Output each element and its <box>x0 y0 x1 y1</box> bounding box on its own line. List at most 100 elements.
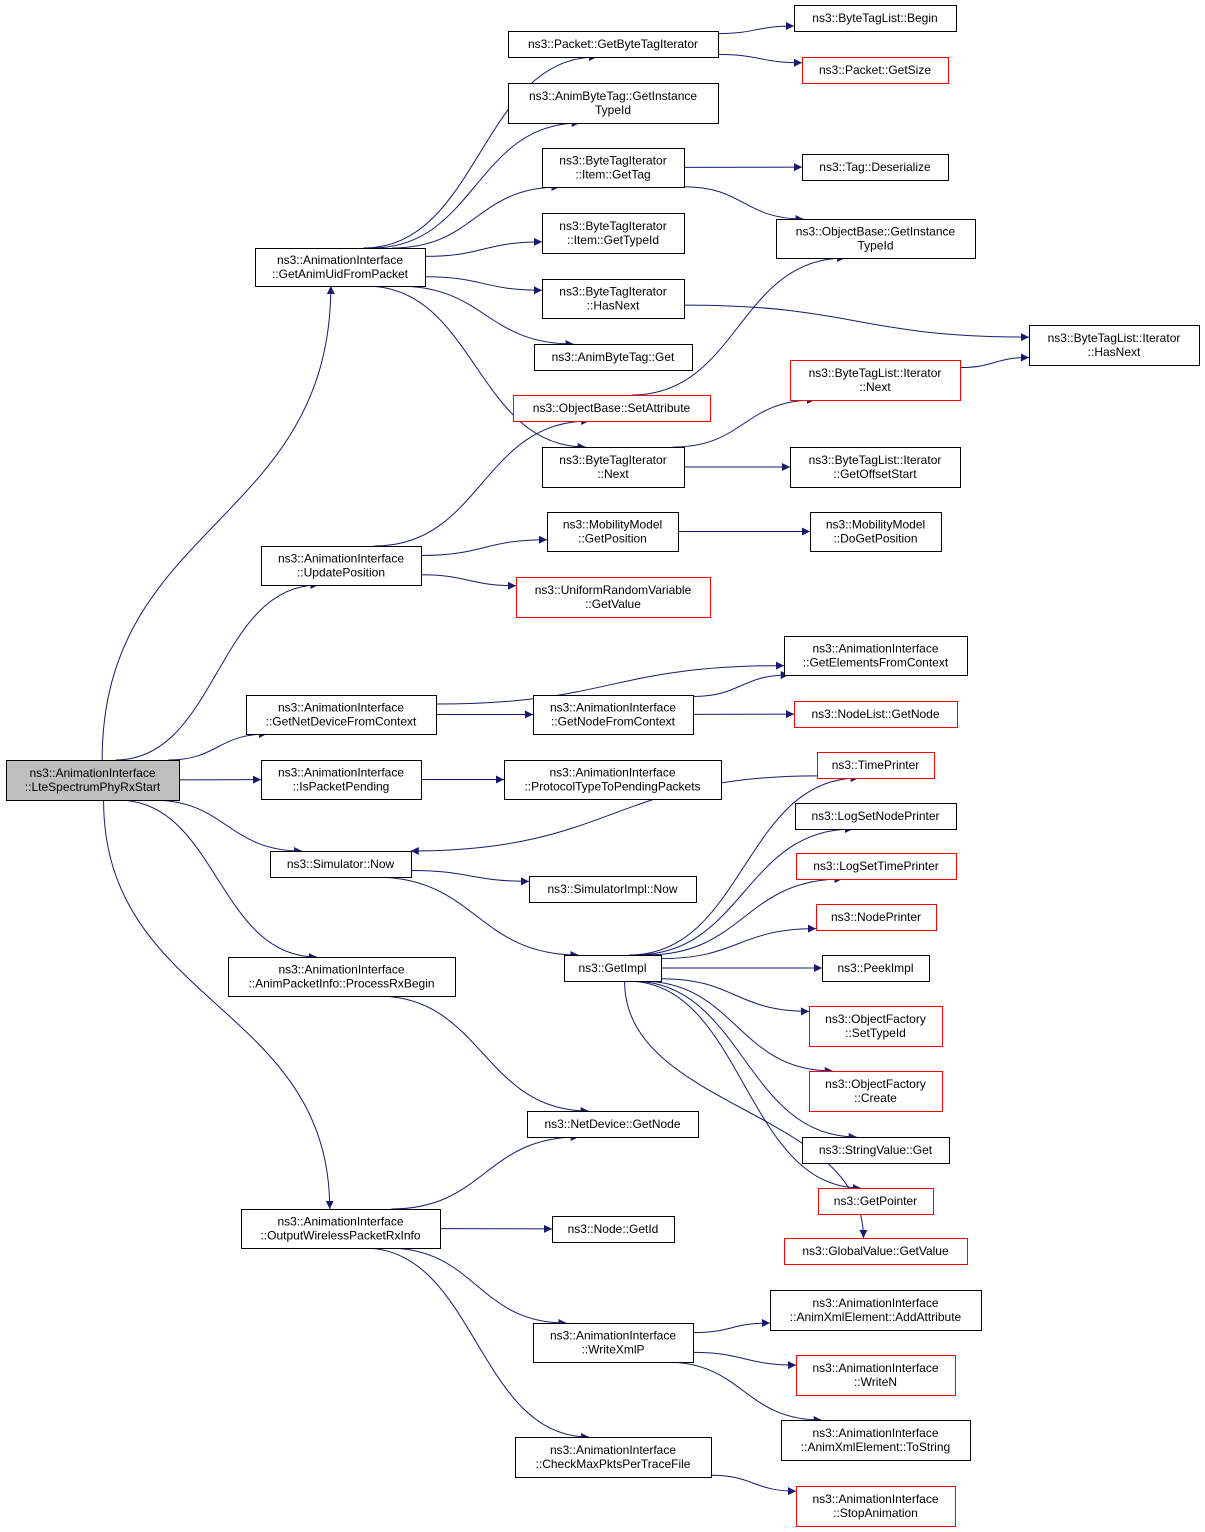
node-label-simImplNow-0: ns3::SimulatorImpl::Now <box>547 882 677 896</box>
node-processRx[interactable]: ns3::AnimationInterface::AnimPacketInfo:… <box>228 957 456 997</box>
node-urvGetValue[interactable]: ns3::UniformRandomVariable::GetValue <box>516 577 711 618</box>
node-btlIterNext[interactable]: ns3::ByteTagList::Iterator::Next <box>790 360 961 401</box>
node-box-setAttribute <box>513 395 711 422</box>
node-setAttribute[interactable]: ns3::ObjectBase::SetAttribute <box>513 395 711 422</box>
edge-btiNext-to-btlIterNext <box>673 396 815 448</box>
node-label-globalValueGet-0: ns3::GlobalValue::GetValue <box>802 1244 949 1258</box>
node-outputWireless[interactable]: ns3::AnimationInterface::OutputWirelessP… <box>241 1209 441 1249</box>
node-box-nodePrinter <box>816 904 937 931</box>
node-simNow[interactable]: ns3::Simulator::Now <box>270 851 412 878</box>
node-getElements[interactable]: ns3::AnimationInterface::GetElementsFrom… <box>784 636 968 676</box>
node-ndGetNode[interactable]: ns3::NetDevice::GetNode <box>527 1111 699 1138</box>
node-getPointer[interactable]: ns3::GetPointer <box>818 1188 934 1215</box>
edge-writeXmlP-to-addAttribute <box>692 1319 771 1334</box>
edge-btiHasNext-to-btlIterHasNext <box>683 304 1030 342</box>
edge-outputWireless-to-checkMax <box>363 1247 590 1441</box>
node-label-mmDoGetPos-0: ns3::MobilityModel <box>826 518 925 532</box>
node-addAttribute[interactable]: ns3::AnimationInterface::AnimXmlElement:… <box>770 1290 982 1331</box>
node-protoPending[interactable]: ns3::AnimationInterface::ProtocolTypeToP… <box>504 760 722 800</box>
node-checkMax[interactable]: ns3::AnimationInterface::CheckMaxPktsPer… <box>515 1437 712 1478</box>
node-getNodeFromCtx[interactable]: ns3::AnimationInterface::GetNodeFromCont… <box>533 695 694 735</box>
node-label-updatePos-1: ::UpdatePosition <box>297 566 385 580</box>
node-label-itemGetTypeId-0: ns3::ByteTagIterator <box>559 219 666 233</box>
node-label-itemGetTag-1: ::Item::GetTag <box>575 168 650 182</box>
node-stopAnimation[interactable]: ns3::AnimationInterface::StopAnimation <box>796 1486 956 1527</box>
node-ofSetTypeId[interactable]: ns3::ObjectFactory::SetTypeId <box>809 1006 943 1047</box>
node-itemGetTag[interactable]: ns3::ByteTagIterator::Item::GetTag <box>542 148 685 188</box>
node-box-ofSetTypeId <box>809 1006 943 1047</box>
edge-setAttribute-to-objBaseTypeId <box>631 254 846 396</box>
node-logSetTimePrinter[interactable]: ns3::LogSetTimePrinter <box>796 853 957 880</box>
edge-simNow-to-simImplNow <box>410 869 530 886</box>
node-btlIterHasNext[interactable]: ns3::ByteTagList::Iterator::HasNext <box>1029 325 1200 366</box>
node-label-stringValueGet-0: ns3::StringValue::Get <box>819 1143 933 1157</box>
node-label-btlIterHasNext-0: ns3::ByteTagList::Iterator <box>1048 331 1181 345</box>
node-btiNext[interactable]: ns3::ByteTagIterator::Next <box>542 447 685 488</box>
node-label-getNodeFromCtx-0: ns3::AnimationInterface <box>550 701 676 715</box>
edge-root-to-outputWireless <box>103 799 334 1210</box>
node-label-isPending-0: ns3::AnimationInterface <box>278 766 404 780</box>
node-globalValueGet[interactable]: ns3::GlobalValue::GetValue <box>784 1238 968 1265</box>
node-box-getImpl <box>564 955 662 982</box>
node-getAnimUid[interactable]: ns3::AnimationInterface::GetAnimUidFromP… <box>255 248 426 287</box>
node-updatePos[interactable]: ns3::AnimationInterface::UpdatePosition <box>261 546 422 586</box>
node-label-getImpl-0: ns3::GetImpl <box>578 961 646 975</box>
node-label-isPending-1: ::IsPacketPending <box>293 780 390 794</box>
node-nodeListGetNode[interactable]: ns3::NodeList::GetNode <box>794 701 958 728</box>
node-stringValueGet[interactable]: ns3::StringValue::Get <box>802 1137 950 1164</box>
edge-getAnimUid-to-itemGetTag <box>392 183 560 249</box>
node-mmDoGetPos[interactable]: ns3::MobilityModel::DoGetPosition <box>810 512 942 552</box>
node-box-animByteTagTypeId <box>508 83 719 124</box>
edge-checkMax-to-stopAnimation <box>710 1474 797 1496</box>
node-label-getNetDevice-0: ns3::AnimationInterface <box>278 701 404 715</box>
node-box-nodeListGetNode <box>794 701 958 728</box>
node-btlBegin[interactable]: ns3::ByteTagList::Begin <box>794 5 957 32</box>
node-label-setAttribute-0: ns3::ObjectBase::SetAttribute <box>533 401 691 415</box>
edge-getImpl-to-getPointer <box>627 980 861 1192</box>
node-box-processRx <box>228 957 456 997</box>
node-isPending[interactable]: ns3::AnimationInterface::IsPacketPending <box>261 760 422 800</box>
node-label-updatePos-0: ns3::AnimationInterface <box>278 552 404 566</box>
node-btlIterOffset[interactable]: ns3::ByteTagList::Iterator::GetOffsetSta… <box>790 447 961 488</box>
node-label-itemGetTypeId-1: ::Item::GetTypeId <box>567 233 659 247</box>
node-timePrinter[interactable]: ns3::TimePrinter <box>817 752 935 779</box>
node-root[interactable]: ns3::AnimationInterface::LteSpectrumPhyR… <box>6 760 180 801</box>
node-label-root-0: ns3::AnimationInterface <box>29 766 155 780</box>
node-ofCreate[interactable]: ns3::ObjectFactory::Create <box>809 1071 943 1112</box>
node-nodePrinter[interactable]: ns3::NodePrinter <box>816 904 937 931</box>
node-getImpl[interactable]: ns3::GetImpl <box>564 955 662 982</box>
node-nodeGetId[interactable]: ns3::Node::GetId <box>552 1216 675 1243</box>
node-toString[interactable]: ns3::AnimationInterface::AnimXmlElement:… <box>781 1420 971 1461</box>
node-logSetNodePrinter[interactable]: ns3::LogSetNodePrinter <box>795 803 957 830</box>
node-label-urvGetValue-0: ns3::UniformRandomVariable <box>535 583 692 597</box>
edge-updatePos-to-urvGetValue <box>420 574 517 590</box>
node-box-timePrinter <box>817 752 935 779</box>
node-box-mmDoGetPos <box>810 512 942 552</box>
node-getNetDevice[interactable]: ns3::AnimationInterface::GetNetDeviceFro… <box>246 695 437 735</box>
node-mmGetPos[interactable]: ns3::MobilityModel::GetPosition <box>547 512 679 552</box>
node-box-protoPending <box>504 760 722 800</box>
node-simImplNow[interactable]: ns3::SimulatorImpl::Now <box>529 876 697 903</box>
node-writeN[interactable]: ns3::AnimationInterface::WriteN <box>796 1355 956 1396</box>
node-btiHasNext[interactable]: ns3::ByteTagIterator::HasNext <box>542 279 685 319</box>
node-packetGetSize[interactable]: ns3::Packet::GetSize <box>802 57 949 84</box>
node-itemGetTypeId[interactable]: ns3::ByteTagIterator::Item::GetTypeId <box>542 213 685 254</box>
node-label-btlIterNext-1: ::Next <box>859 380 891 394</box>
edge-simNow-to-getImpl <box>374 876 579 959</box>
node-label-ofSetTypeId-1: ::SetTypeId <box>845 1026 906 1040</box>
node-tagDeserialize[interactable]: ns3::Tag::Deserialize <box>802 154 949 181</box>
node-peekImpl[interactable]: ns3::PeekImpl <box>822 955 930 982</box>
node-animByteTagGet[interactable]: ns3::AnimByteTag::Get <box>534 344 693 371</box>
node-label-animByteTagTypeId-1: TypeId <box>595 103 631 117</box>
node-writeXmlP[interactable]: ns3::AnimationInterface::WriteXmlP <box>533 1323 694 1363</box>
node-label-nodePrinter-0: ns3::NodePrinter <box>831 910 921 924</box>
node-box-stopAnimation <box>796 1486 956 1527</box>
node-getByteTagIter[interactable]: ns3::Packet::GetByteTagIterator <box>508 31 719 58</box>
edge-getImpl-to-timePrinter <box>629 774 859 956</box>
node-label-writeN-1: ::WriteN <box>854 1375 897 1389</box>
node-label-getByteTagIter-0: ns3::Packet::GetByteTagIterator <box>528 37 698 51</box>
node-box-checkMax <box>515 1437 712 1478</box>
node-box-nodeGetId <box>552 1216 675 1243</box>
